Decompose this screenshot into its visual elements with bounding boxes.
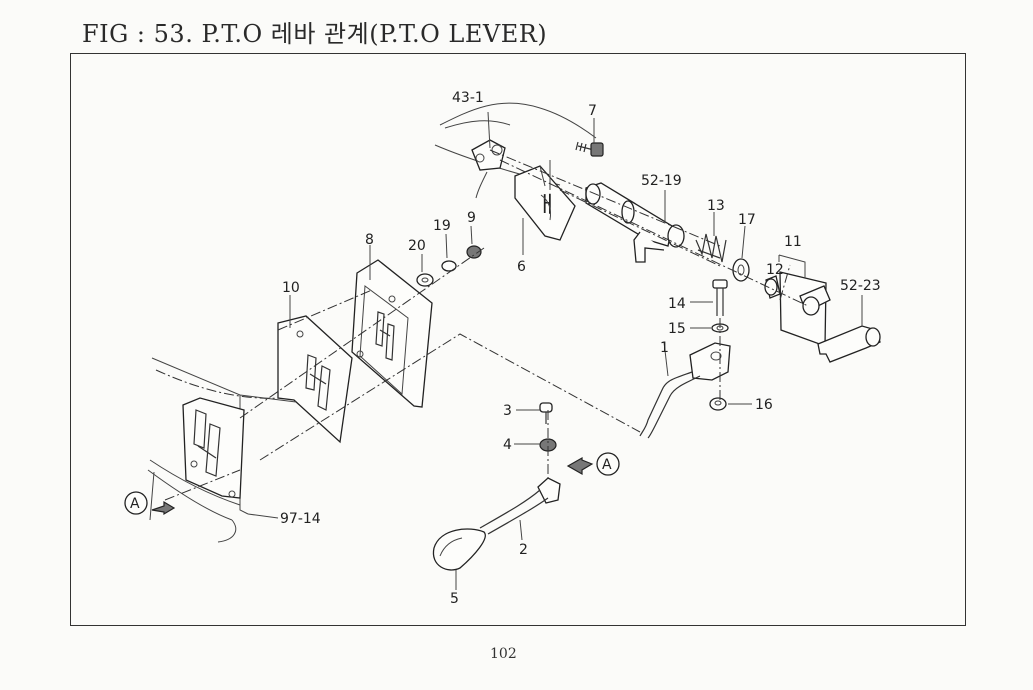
housing-97-14: [147, 357, 297, 543]
callout-52-23: 52-23: [840, 278, 881, 294]
reference-mark-right: A: [566, 452, 620, 476]
callout-17: 17: [738, 212, 756, 228]
reference-mark-right-letter: A: [602, 457, 612, 473]
callout-8: 8: [365, 232, 374, 248]
bolt-7: [575, 118, 604, 157]
callout-52-19: 52-19: [641, 173, 682, 189]
callout-19: 19: [433, 218, 451, 234]
washer-20: [416, 254, 434, 287]
knob-5: [432, 528, 486, 590]
washer-15: [690, 323, 729, 333]
drawing-frame: [70, 53, 966, 626]
nut-9: [466, 225, 482, 259]
callout-13: 13: [707, 198, 725, 214]
callout-5: 5: [450, 591, 459, 607]
callout-10: 10: [282, 280, 300, 296]
callout-1: 1: [660, 340, 669, 356]
screw-3: [516, 402, 553, 424]
collar-16: [709, 397, 752, 411]
washer-19: [441, 233, 457, 272]
reference-mark-left: A: [124, 491, 176, 516]
callout-43-1: 43-1: [452, 90, 484, 106]
page-number: 102: [490, 646, 517, 662]
callout-9: 9: [467, 210, 476, 226]
callout-7: 7: [588, 103, 597, 119]
shift-plate-8: [351, 245, 433, 408]
housing-43-1: [434, 102, 597, 199]
svg-text:ㅐ: ㅐ: [537, 193, 557, 218]
callout-15: 15: [668, 321, 686, 337]
callout-4: 4: [503, 437, 512, 453]
nut-4: [514, 438, 557, 452]
callout-16: 16: [755, 397, 773, 413]
bracket-11: [778, 254, 831, 347]
callout-6: 6: [517, 259, 526, 275]
callout-97-14: 97-14: [280, 511, 321, 527]
spring-13: [695, 212, 727, 263]
shaft-52-19: [585, 182, 685, 263]
callout-2: 2: [519, 542, 528, 558]
gasket-10: [277, 295, 353, 444]
guide-plate-6: ㅐ: [514, 160, 576, 255]
lever-52-23: [817, 295, 881, 363]
bushing-12: [764, 275, 781, 299]
assembly-centerlines: [155, 149, 809, 501]
figure-title: FIG : 53. P.T.O 레바 관계(P.T.O LEVER): [82, 20, 548, 48]
lever-arm-1: [639, 341, 731, 439]
pin-14: [690, 279, 728, 316]
callout-3: 3: [503, 403, 512, 419]
callout-12: 12: [766, 262, 784, 278]
callout-14: 14: [668, 296, 686, 312]
rod-2: [479, 477, 561, 541]
reference-mark-left-letter: A: [130, 496, 140, 512]
callout-20: 20: [408, 238, 426, 254]
callout-11: 11: [784, 234, 802, 250]
part-callouts: 43-1 7 52-19 13 17 11 12 52-23 6 9 19 20…: [280, 90, 881, 607]
washer-17: [732, 225, 750, 282]
